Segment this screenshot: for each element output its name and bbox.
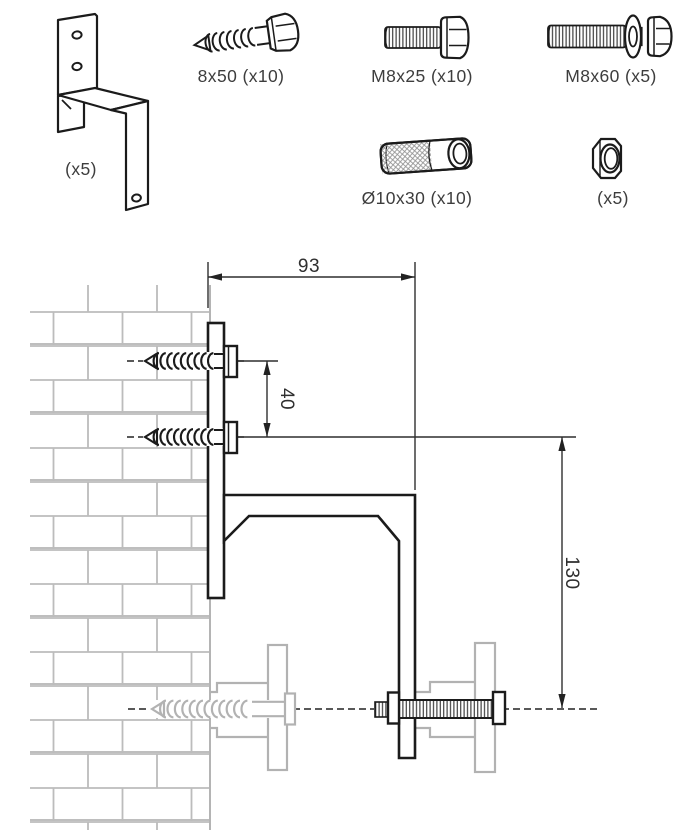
nut-qty-label: (x5) bbox=[597, 188, 629, 208]
lag-screw-label: 8x50 (x10) bbox=[197, 66, 285, 86]
bolt-m8x25-label: M8x25 (x10) bbox=[371, 66, 473, 86]
bracket-arm-and-leg bbox=[222, 493, 417, 760]
bolt-head bbox=[491, 690, 507, 726]
lag-screw-icon bbox=[192, 12, 300, 53]
wall-anchor-icon bbox=[379, 137, 473, 175]
through-bolt bbox=[374, 690, 507, 726]
dimension-screw-spacing: 40 bbox=[276, 388, 297, 410]
nut-icon bbox=[591, 137, 623, 180]
brick-wall bbox=[30, 285, 211, 830]
bolt-m8x60-label: M8x60 (x5) bbox=[565, 66, 657, 86]
dimension-lines bbox=[207, 262, 576, 708]
bolt-m8x25-icon bbox=[384, 15, 470, 60]
wall-bracket-icon bbox=[56, 12, 150, 212]
bolt-m8x60-icon bbox=[547, 14, 673, 59]
bracket-wall-plate bbox=[206, 321, 226, 600]
bracket-side-view bbox=[206, 321, 417, 760]
dimension-arrows bbox=[208, 273, 566, 708]
installation-drawing: 93 40 130 bbox=[30, 256, 597, 830]
dimension-top-width: 93 bbox=[298, 256, 320, 277]
ghost-lag-screw bbox=[149, 692, 297, 726]
bracket-qty-label: (x5) bbox=[65, 159, 97, 179]
lag-screw-bottom bbox=[143, 420, 239, 455]
dimension-bolt-offset: 130 bbox=[561, 556, 582, 589]
lag-screw-top bbox=[143, 344, 239, 379]
wall-anchor-label: Ø10x30 (x10) bbox=[361, 188, 473, 208]
bolt-nut bbox=[386, 691, 401, 725]
bolt-thread bbox=[398, 699, 494, 719]
